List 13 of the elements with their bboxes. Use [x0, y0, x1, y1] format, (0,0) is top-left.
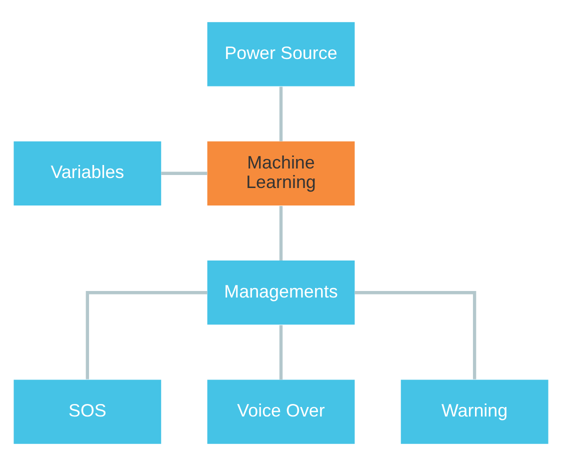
node-box: SOS: [14, 380, 162, 444]
connector: [161, 172, 208, 175]
connector: [279, 325, 283, 380]
node-box: Variables: [14, 141, 162, 206]
connector: [279, 86, 283, 142]
node-box: Machine Learning: [207, 141, 355, 206]
connector: [86, 291, 208, 380]
connector: [354, 291, 476, 380]
connector: [279, 206, 283, 260]
node-box: Voice Over: [207, 380, 355, 444]
node-box: Power Source: [207, 22, 355, 86]
node-box: Managements: [207, 260, 355, 325]
node-box: Warning: [400, 380, 548, 444]
